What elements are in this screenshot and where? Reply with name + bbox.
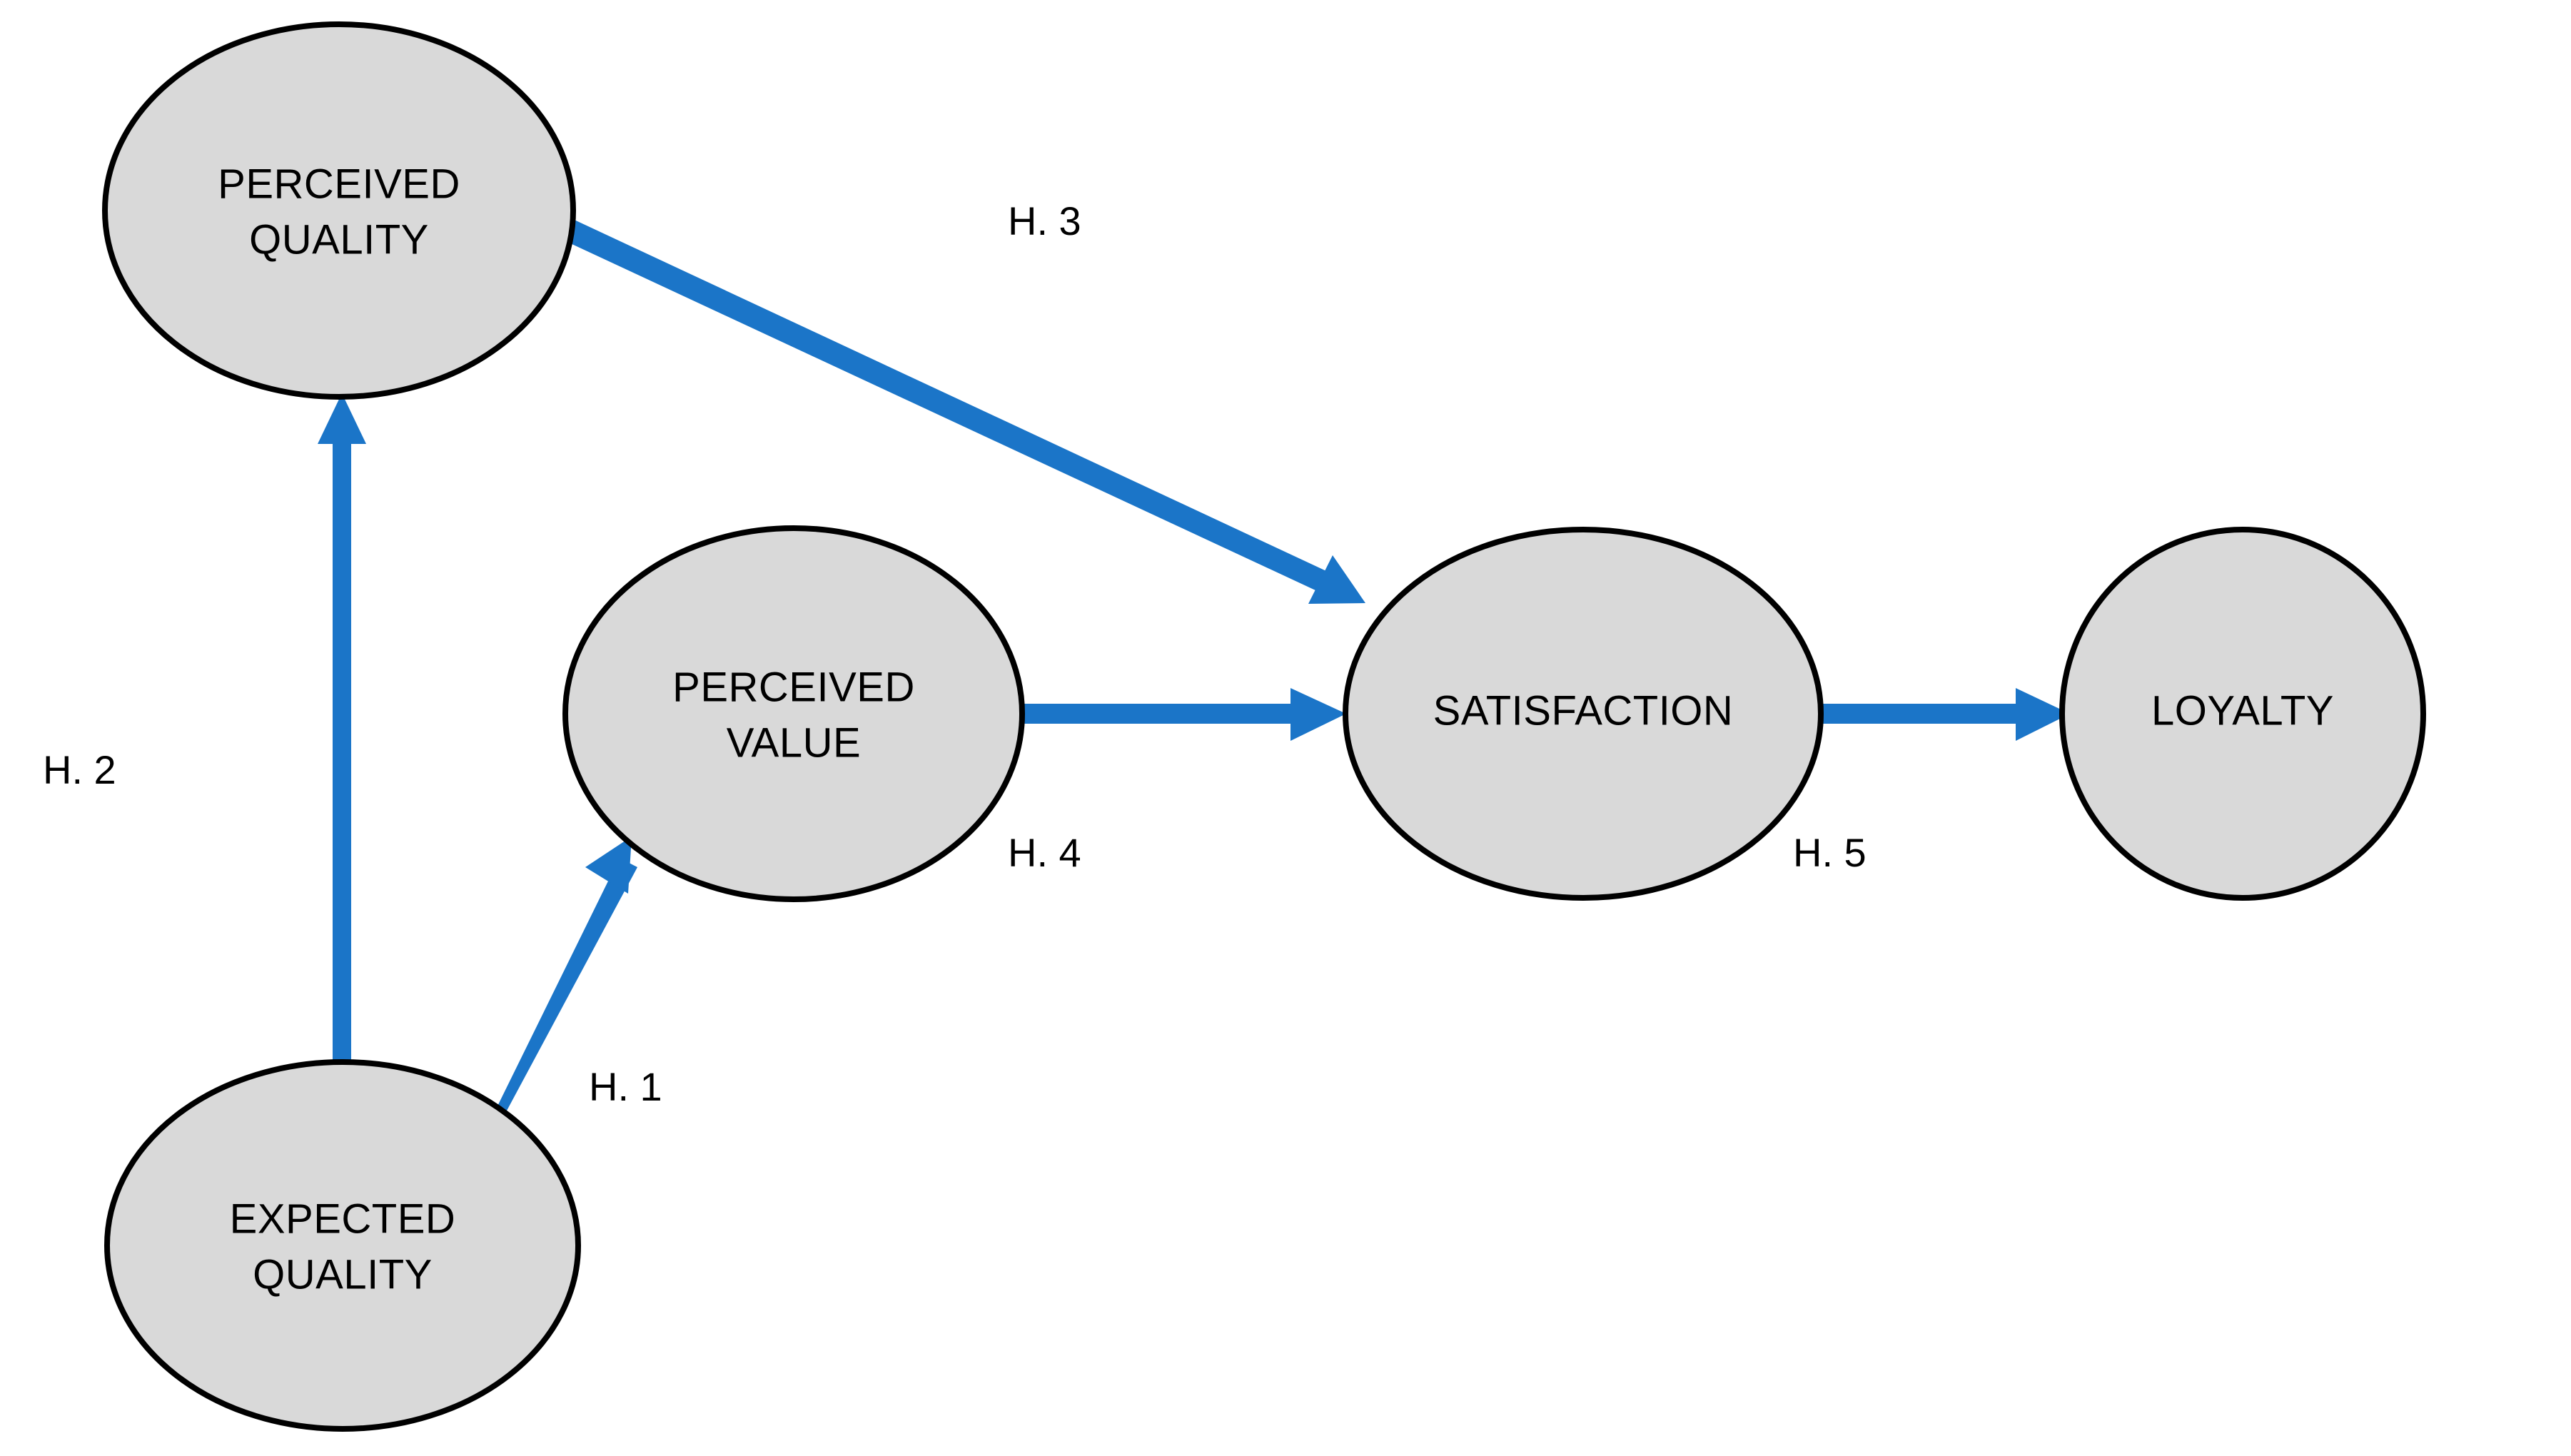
edge-h3-shaft xyxy=(538,206,1326,591)
edge-label-h4: H. 4 xyxy=(1008,830,1081,875)
edge-h5-arrowhead xyxy=(2016,688,2070,741)
node-perceived-quality-shape xyxy=(102,21,576,400)
node-perceived-value-label-line2: VALUE xyxy=(727,719,861,766)
edge-h5-shaft xyxy=(1806,704,2027,724)
node-expected-quality[interactable]: EXPECTED QUALITY xyxy=(104,1059,581,1432)
node-expected-quality-label-line2: QUALITY xyxy=(253,1251,433,1298)
node-perceived-value-label-line1: PERCEIVED xyxy=(672,664,915,710)
edge-h2-shaft xyxy=(333,441,351,1083)
edge-h1-arrowhead xyxy=(585,836,632,894)
node-perceived-quality-label-line1: PERCEIVED xyxy=(218,161,460,207)
edge-h1-shaft xyxy=(490,858,637,1122)
edge-h5[interactable] xyxy=(1806,688,2070,741)
node-satisfaction[interactable]: SATISFACTION xyxy=(1343,527,1824,901)
node-perceived-value[interactable]: PERCEIVED VALUE xyxy=(562,525,1025,902)
edge-h4-arrowhead xyxy=(1290,688,1346,741)
edge-h4[interactable] xyxy=(1010,688,1346,741)
node-loyalty-label-line1: LOYALTY xyxy=(2151,687,2334,734)
edge-h2[interactable] xyxy=(318,393,366,1083)
edge-h1[interactable] xyxy=(490,836,637,1122)
node-expected-quality-shape xyxy=(104,1059,581,1432)
node-expected-quality-label-line1: EXPECTED xyxy=(230,1195,456,1242)
node-perceived-value-shape xyxy=(562,525,1025,902)
edge-h2-arrowhead xyxy=(318,393,366,444)
edge-h3[interactable] xyxy=(538,206,1365,604)
node-perceived-quality[interactable]: PERCEIVED QUALITY xyxy=(102,21,576,400)
node-satisfaction-shape xyxy=(1343,527,1824,901)
node-loyalty-shape xyxy=(2059,527,2426,901)
node-loyalty[interactable]: LOYALTY xyxy=(2059,527,2426,901)
edge-h3-arrowhead xyxy=(1308,555,1365,604)
edge-h4-shaft xyxy=(1010,704,1295,724)
edge-label-h3: H. 3 xyxy=(1008,198,1081,243)
edge-label-h5: H. 5 xyxy=(1793,830,1867,875)
node-perceived-quality-label-line2: QUALITY xyxy=(249,216,429,263)
node-satisfaction-label-line1: SATISFACTION xyxy=(1433,687,1734,734)
edge-label-h2: H. 2 xyxy=(43,747,116,792)
edge-label-h1: H. 1 xyxy=(589,1064,662,1109)
